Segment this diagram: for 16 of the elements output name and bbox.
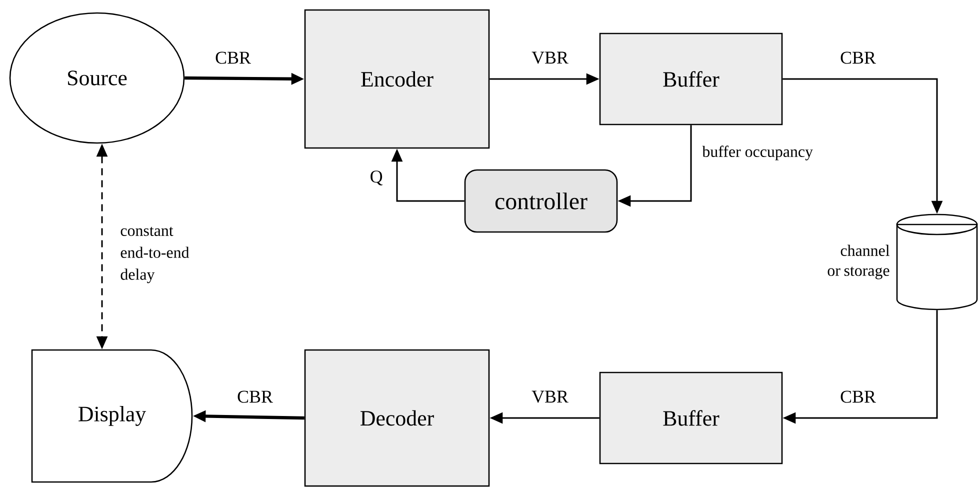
channel-label: channel or storage bbox=[828, 244, 890, 280]
edge-label: CBR bbox=[838, 50, 878, 66]
edge-label: VBR bbox=[530, 50, 570, 66]
controller-box: controller bbox=[464, 169, 618, 233]
encoder-box: Encoder bbox=[304, 9, 490, 149]
buffer-box: Buffer bbox=[599, 372, 783, 464]
buffer-box: Buffer bbox=[599, 32, 783, 126]
edge-label: Q bbox=[368, 168, 385, 188]
edge-label: VBR bbox=[530, 388, 570, 405]
edge-label: CBR bbox=[838, 388, 878, 405]
edge-label: buffer occupancy bbox=[700, 144, 815, 162]
decoder-box: Decoder bbox=[304, 349, 490, 487]
edge-label: CBR bbox=[235, 388, 275, 405]
edge-label: CBR bbox=[213, 50, 253, 66]
storage-cylinder bbox=[896, 214, 978, 310]
edge-label: constant end-to-end delay bbox=[118, 224, 202, 286]
